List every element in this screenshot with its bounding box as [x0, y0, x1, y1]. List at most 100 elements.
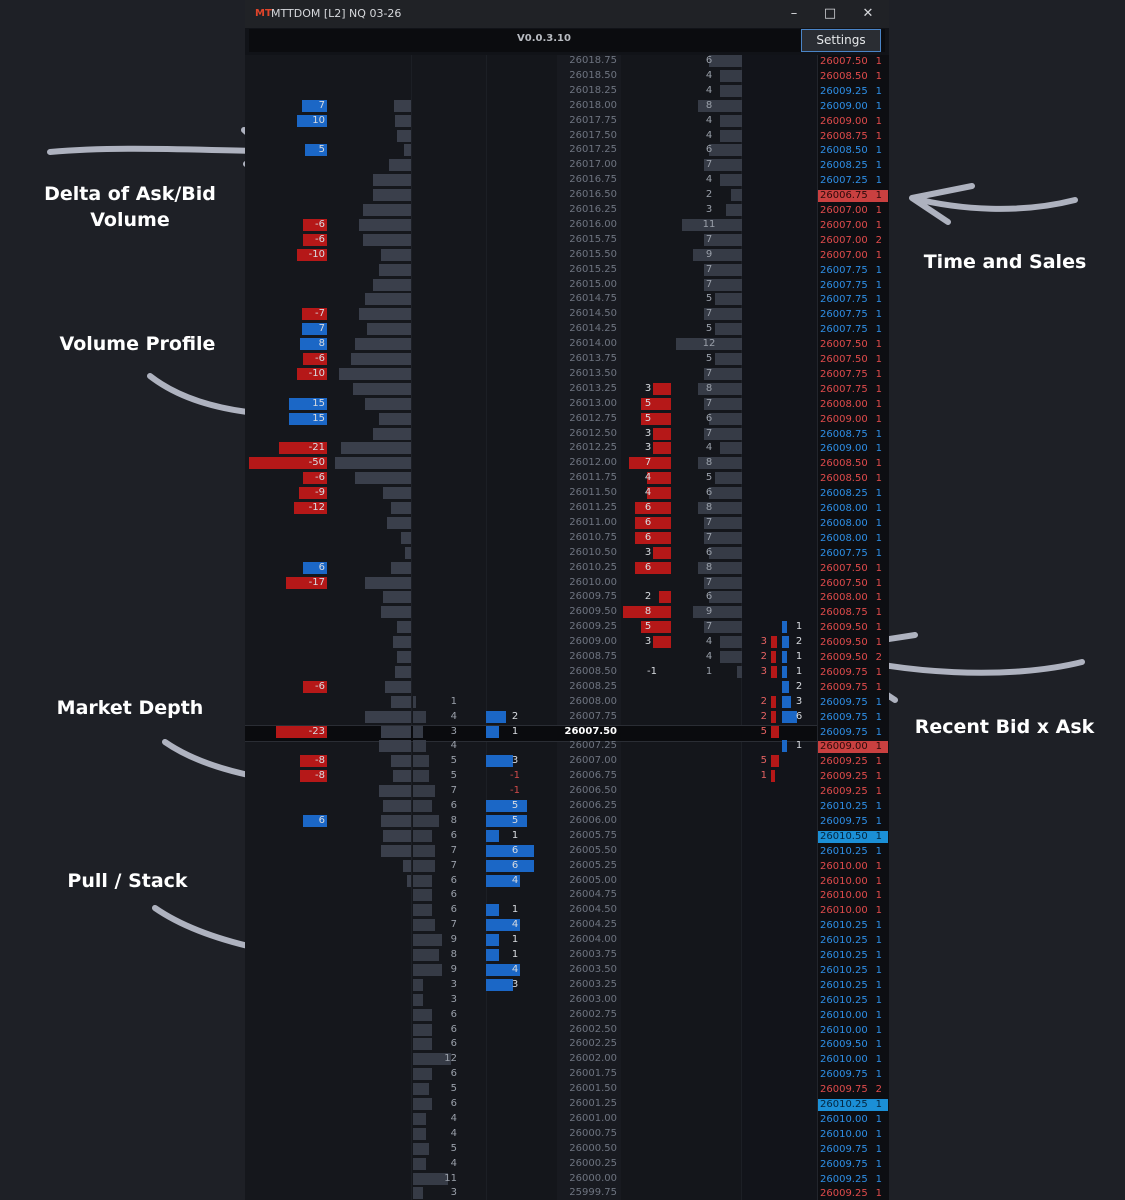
price-cell[interactable]: 26002.00	[569, 1053, 617, 1065]
price-cell[interactable]: 26013.75	[569, 353, 617, 364]
price-cell[interactable]: 26017.25	[569, 144, 617, 156]
price-cell[interactable]: 26004.25	[569, 919, 617, 931]
price-cell[interactable]: 26016.75	[569, 174, 617, 186]
price-cell[interactable]: 26001.50	[569, 1083, 617, 1095]
price-cell[interactable]: 26002.25	[569, 1038, 617, 1050]
price-cell[interactable]: 26013.50	[569, 367, 617, 379]
price-cell[interactable]: 26010.75	[569, 531, 617, 543]
price-cell[interactable]: 26017.50	[569, 129, 617, 141]
price-cell[interactable]: 26017.00	[569, 159, 617, 171]
price-cell[interactable]: 26018.50	[569, 69, 617, 81]
price-cell[interactable]: 26003.50	[569, 963, 617, 975]
price-cell[interactable]: 26011.00	[569, 516, 617, 528]
price-cell[interactable]: 26012.75	[569, 412, 617, 424]
price-cell[interactable]: 26010.00	[569, 576, 617, 588]
price-cell[interactable]: 26005.75	[569, 829, 617, 841]
price-cell[interactable]: 26011.25	[569, 502, 617, 513]
price-cell[interactable]: 26003.75	[569, 949, 617, 960]
price-cell[interactable]: 26012.25	[569, 442, 617, 454]
price-cell[interactable]: 26002.75	[569, 1008, 617, 1020]
price-cell[interactable]: 26007.00	[569, 755, 617, 767]
settings-button[interactable]: Settings	[801, 29, 881, 52]
price-cell[interactable]: 26009.75	[569, 591, 617, 603]
price-cell[interactable]: 26018.00	[569, 99, 617, 111]
minimize-button[interactable]: –	[790, 6, 798, 21]
price-cell[interactable]: 26016.25	[569, 204, 617, 215]
price-cell[interactable]: 26006.25	[569, 800, 617, 811]
price-cell[interactable]: 26007.75	[569, 710, 617, 722]
price-cell[interactable]: 26010.50	[569, 546, 617, 558]
price-cell[interactable]: 26014.25	[569, 323, 617, 335]
price-cell[interactable]: 26018.25	[569, 84, 617, 96]
price-cell[interactable]: 26016.00	[569, 218, 617, 230]
price-cell[interactable]: 26011.50	[569, 487, 617, 499]
maximize-button[interactable]: □	[823, 6, 837, 21]
price-cell[interactable]: 26014.50	[569, 308, 617, 320]
price-cell[interactable]: 26008.25	[569, 680, 617, 692]
price-cell[interactable]: 26007.25	[569, 740, 617, 752]
price-cell[interactable]: 26003.25	[569, 978, 617, 990]
price-cell[interactable]: 26015.25	[569, 263, 617, 275]
price-cell[interactable]: 26005.00	[569, 874, 617, 886]
price-cell[interactable]: 26010.25	[569, 561, 617, 573]
price-cell[interactable]: 26001.00	[569, 1112, 617, 1124]
price-cell[interactable]: 26016.50	[569, 189, 617, 201]
price-cell[interactable]: 26013.25	[569, 382, 617, 394]
price-cell[interactable]: 26018.75	[569, 55, 617, 66]
price-cell[interactable]: 26007.50	[564, 725, 617, 737]
price-cell[interactable]: 26008.00	[569, 695, 617, 707]
price-cell[interactable]: 26004.75	[569, 889, 617, 901]
price-cell[interactable]: 26013.00	[569, 397, 617, 409]
price-cell[interactable]: 26012.50	[569, 427, 617, 439]
close-button[interactable]: ✕	[862, 6, 874, 21]
price-cell[interactable]: 26017.75	[569, 114, 617, 126]
price-cell[interactable]: 26009.50	[569, 606, 617, 618]
price-cell[interactable]: 25999.75	[569, 1187, 617, 1199]
price-cell[interactable]: 26006.00	[569, 814, 617, 826]
